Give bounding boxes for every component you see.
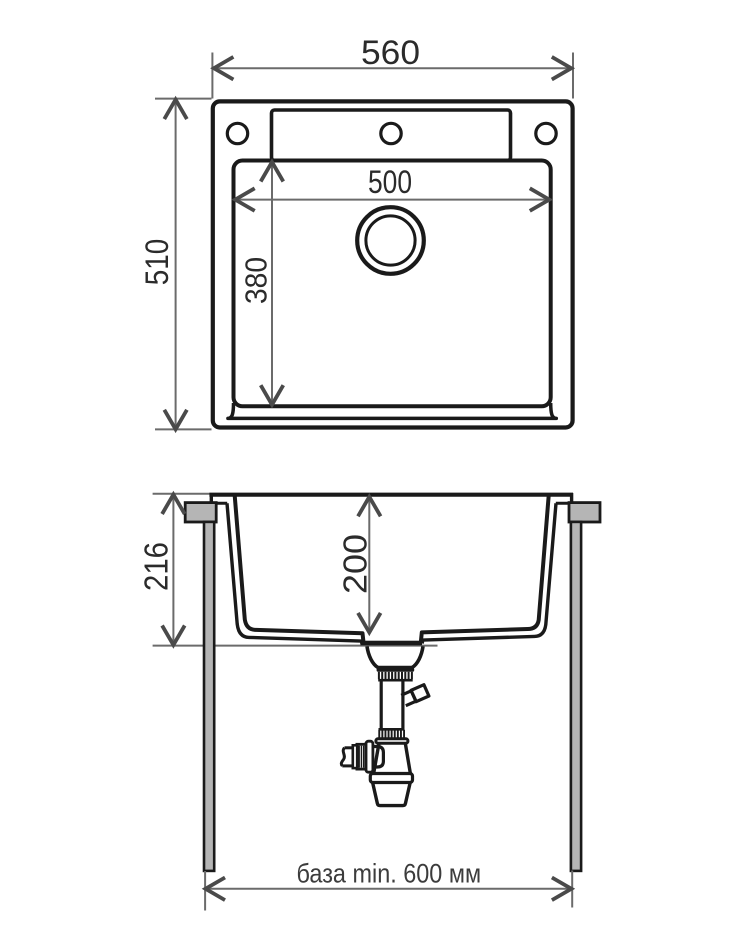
svg-text:база min. 600 мм: база min. 600 мм bbox=[297, 859, 482, 889]
svg-text:500: 500 bbox=[368, 164, 412, 200]
svg-text:560: 560 bbox=[361, 34, 420, 72]
svg-text:216: 216 bbox=[138, 542, 175, 591]
svg-text:200: 200 bbox=[337, 534, 374, 594]
svg-text:510: 510 bbox=[139, 239, 175, 286]
svg-text:380: 380 bbox=[239, 257, 274, 304]
